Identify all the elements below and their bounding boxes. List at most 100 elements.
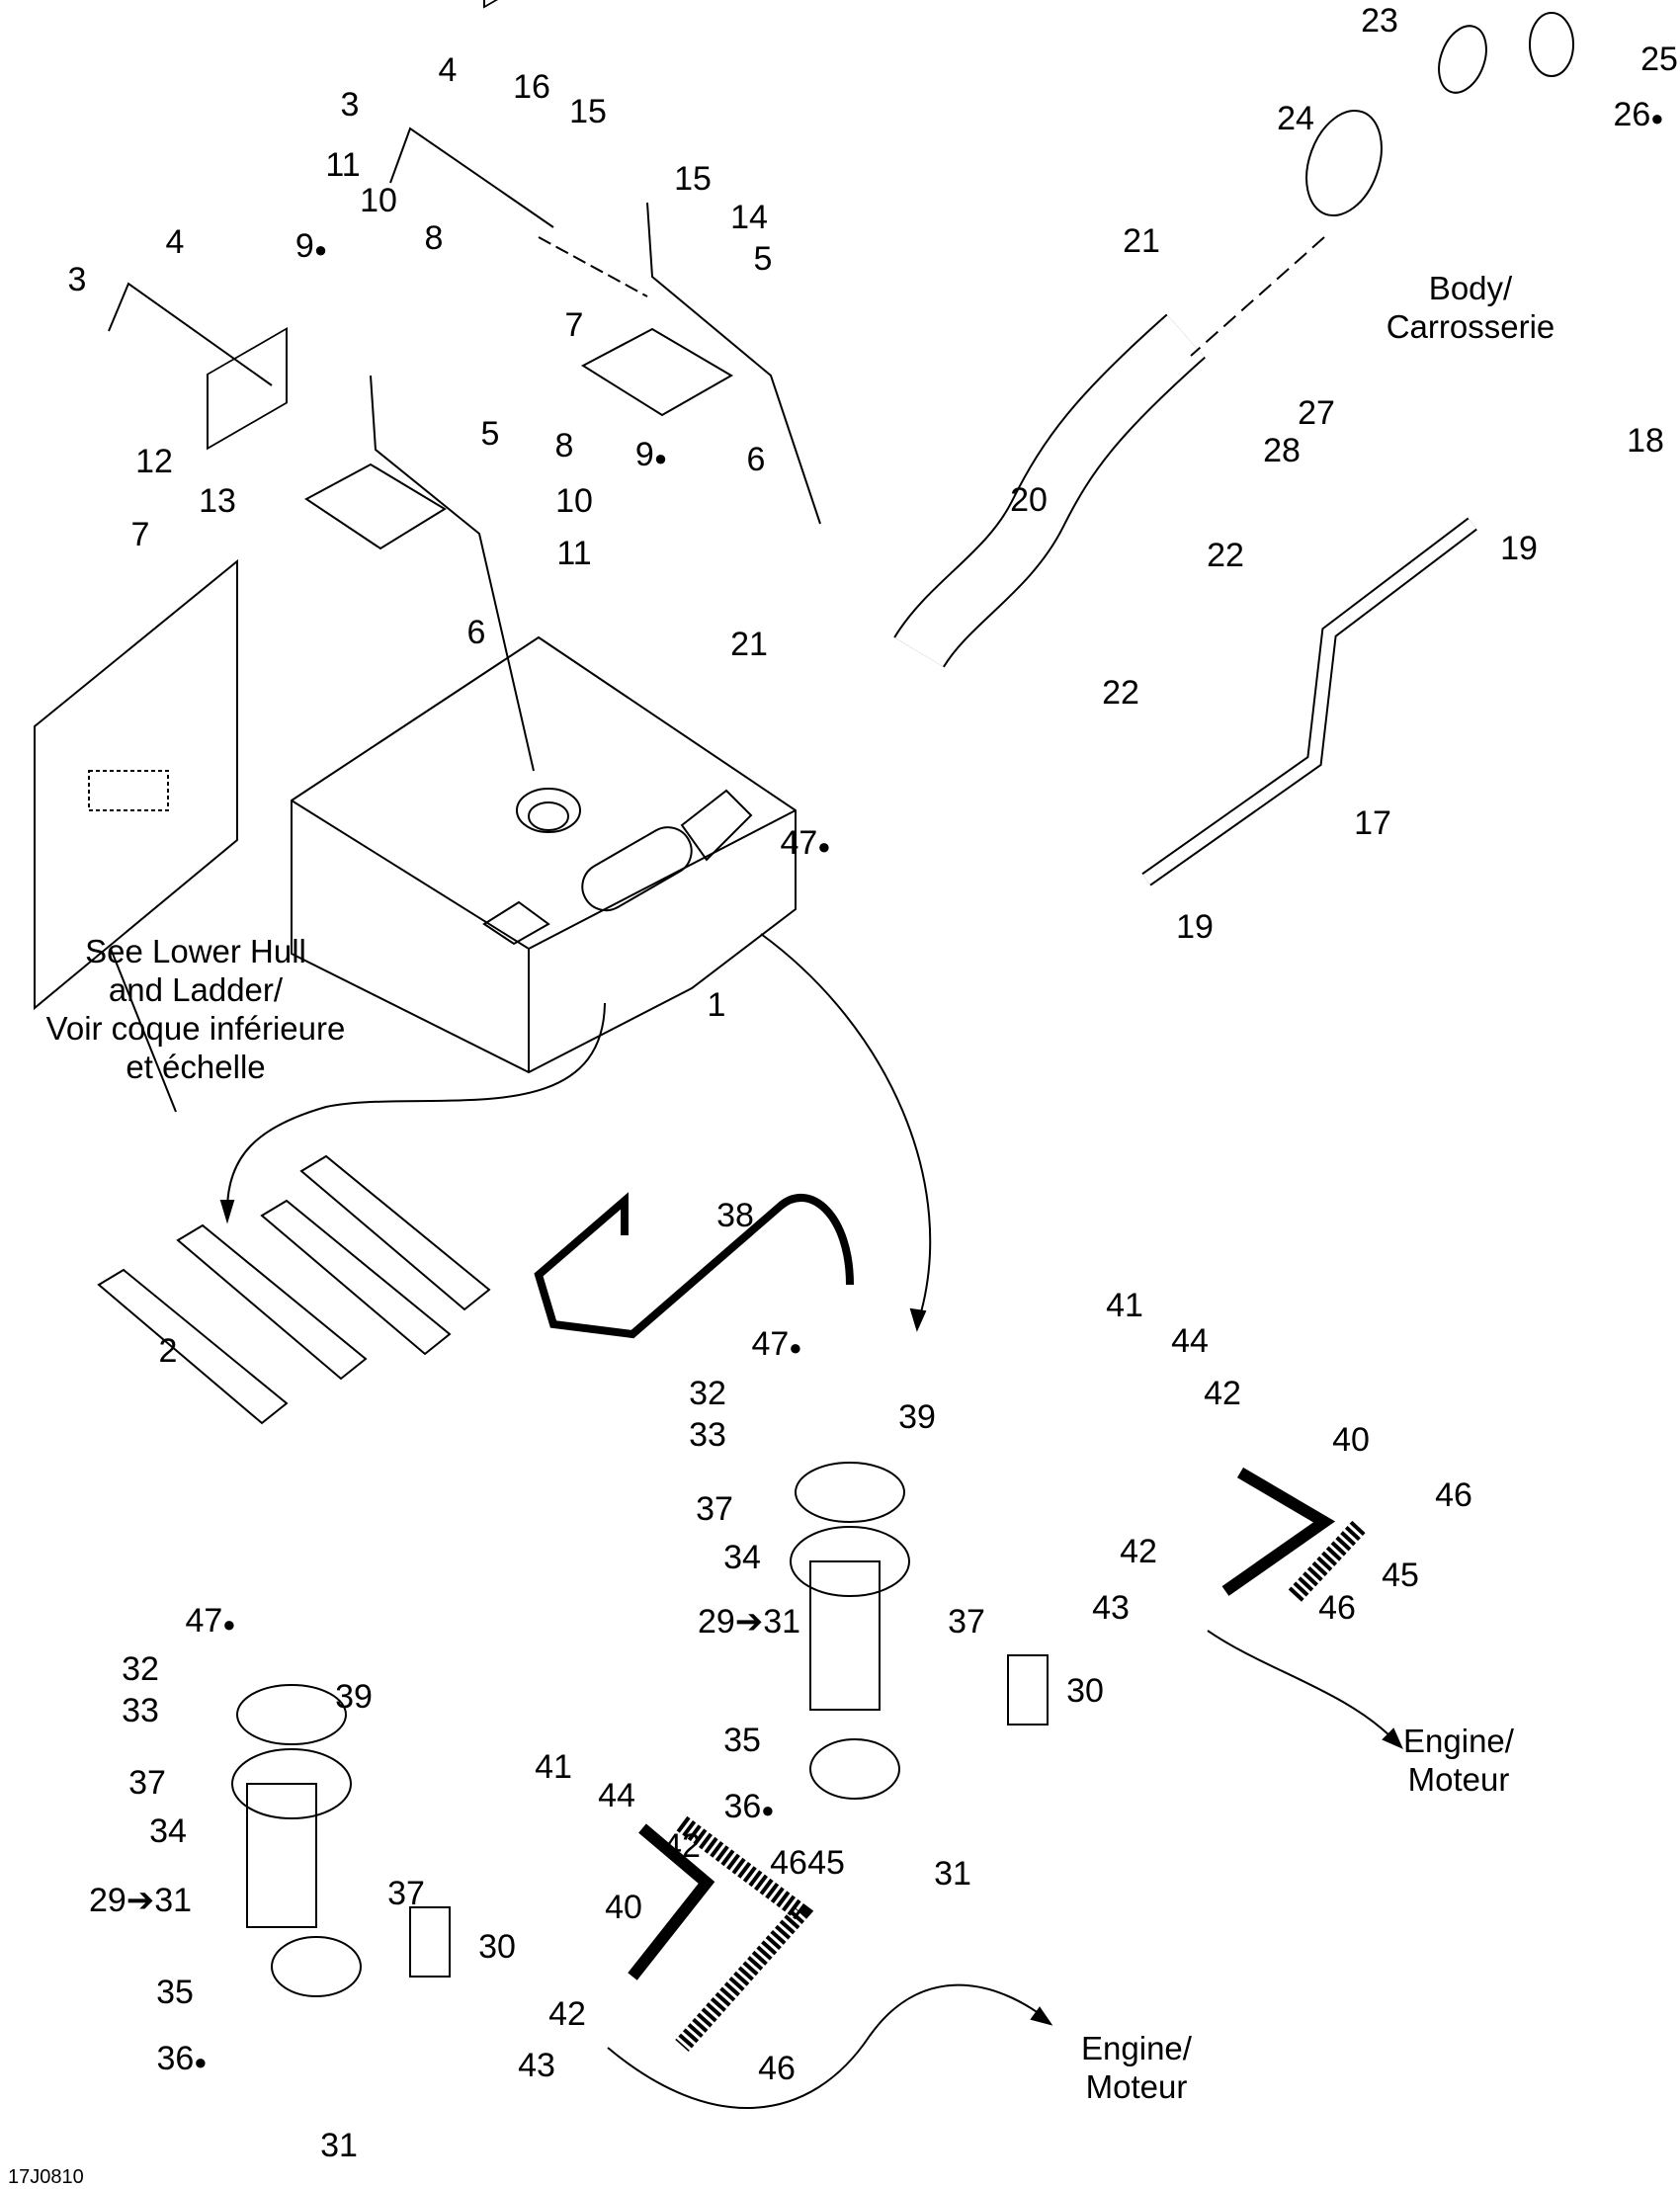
callout-number: 15 — [674, 160, 712, 198]
callout-43: 43 — [1092, 1591, 1130, 1625]
callout-39: 39 — [335, 1680, 373, 1714]
callout-number: 15 — [569, 93, 607, 130]
callout-6: 6 — [747, 443, 766, 476]
callout-number: 40 — [605, 1889, 642, 1926]
callout-number: 46 — [770, 1844, 807, 1882]
callout-40: 40 — [1332, 1423, 1370, 1457]
callout-3: 3 — [341, 88, 360, 122]
callout-number: 24 — [1277, 100, 1314, 137]
callout-10: 10 — [360, 184, 397, 217]
callout-32: 32 — [122, 1652, 159, 1686]
callout-number: 7 — [130, 516, 150, 553]
callout-13: 13 — [199, 484, 236, 518]
bracket-lower — [108, 282, 535, 772]
note-engine-upper: Engine/ Moteur — [1403, 1723, 1514, 1800]
callout-45: 45 — [807, 1846, 845, 1880]
callout-46: 46 — [1435, 1478, 1472, 1512]
callout-number: 28 — [1263, 432, 1301, 469]
fuel-pump-upper — [790, 1462, 1049, 1800]
callout-number: 16 — [513, 68, 550, 106]
callout-23: 23 — [1361, 4, 1398, 38]
callout-47: 47● — [751, 1327, 801, 1361]
callout-number: 18 — [1627, 422, 1664, 460]
callout-number: 42 — [1204, 1375, 1241, 1412]
callout-37: 37 — [696, 1492, 733, 1526]
fuel-line-upper — [1221, 1467, 1336, 1596]
callout-44: 44 — [598, 1779, 635, 1812]
callout-number: 37 — [948, 1603, 985, 1641]
callout-5: 5 — [481, 417, 500, 451]
callout-22: 22 — [1102, 676, 1139, 710]
callout-number: 6 — [746, 441, 766, 478]
callout-number: 30 — [478, 1928, 516, 1966]
callout-35: 35 — [723, 1724, 761, 1757]
callout-21: 21 — [1123, 224, 1160, 258]
callout-number: 3 — [340, 86, 360, 124]
callout-4: 4 — [166, 225, 185, 259]
callout-37: 37 — [948, 1605, 985, 1639]
callout-33: 33 — [689, 1418, 726, 1452]
callout-number: 46 — [1435, 1476, 1472, 1514]
note-see-lower-hull: See Lower Hull and Ladder/ Voir coque in… — [46, 933, 346, 1087]
callout-number: 8 — [424, 219, 444, 257]
callout-15: 15 — [674, 162, 712, 196]
callout-43: 43 — [518, 2049, 555, 2082]
callout-number: 7 — [564, 306, 584, 344]
callout-21: 21 — [730, 628, 768, 661]
callout-15: 15 — [569, 95, 607, 128]
callout-2: 2 — [159, 1334, 178, 1368]
callout-number: 29➔31 — [697, 1603, 801, 1641]
callout-number: 17 — [1354, 804, 1391, 842]
arrow-engine-upper — [1207, 1630, 1394, 1740]
fuel-tank — [291, 635, 797, 1074]
callout-number: 19 — [1176, 908, 1214, 946]
callout-17: 17 — [1354, 806, 1391, 840]
callout-14: 14 — [730, 201, 768, 234]
note-line: Moteur — [1085, 2068, 1188, 2105]
callout-10: 10 — [555, 484, 593, 518]
callout-8: 8 — [425, 221, 444, 255]
note-line: Voir coque inférieure — [45, 1010, 346, 1047]
callout-number: 4 — [438, 51, 458, 89]
sealant-drop-icon: ● — [222, 1612, 236, 1637]
callout-42: 42 — [1120, 1535, 1157, 1568]
callout-9: 9● — [295, 229, 327, 263]
callout-47: 47● — [185, 1604, 235, 1638]
callout-25: 25 — [1640, 42, 1678, 76]
callout-37: 37 — [387, 1877, 425, 1910]
callout-42: 42 — [663, 1829, 701, 1863]
callout-22: 22 — [1207, 539, 1244, 572]
callout-number: 34 — [149, 1812, 187, 1850]
callout-number: 35 — [723, 1722, 761, 1759]
callout-number: 36 — [723, 1788, 762, 1825]
callout-number: 39 — [898, 1398, 936, 1436]
callout-number: 31 — [934, 1855, 971, 1893]
spiral-guard-lower — [675, 1815, 814, 2052]
callout-40: 40 — [605, 1891, 642, 1924]
callout-19: 19 — [1176, 910, 1214, 944]
callout-number: 22 — [1102, 674, 1139, 712]
callout-number: 42 — [663, 1827, 701, 1865]
callout-46: 46 — [758, 2052, 796, 2085]
callout-28: 28 — [1263, 434, 1301, 467]
note-line: Engine/ — [1403, 1723, 1514, 1760]
callout-number: 10 — [555, 482, 593, 520]
callout-number: 43 — [1092, 1589, 1130, 1627]
callout-number: 5 — [480, 415, 500, 453]
callout-7: 7 — [131, 518, 150, 551]
callout-number: 42 — [1120, 1533, 1157, 1570]
callout-9: 9● — [635, 438, 667, 471]
callout-number: 34 — [723, 1539, 761, 1576]
callout-number: 11 — [556, 535, 592, 572]
callout-16: 16 — [513, 70, 550, 104]
callout-number: 9 — [294, 227, 314, 265]
callout-number: 3 — [67, 261, 87, 298]
callout-3: 3 — [68, 263, 87, 296]
callout-number: 22 — [1207, 537, 1244, 574]
note-line: See Lower Hull — [85, 933, 306, 970]
sealant-drop-icon: ● — [1650, 106, 1664, 130]
callout-7: 7 — [565, 308, 584, 342]
callout-41: 41 — [535, 1750, 572, 1784]
callout-45: 45 — [1382, 1558, 1419, 1592]
callout-44: 44 — [1171, 1324, 1209, 1358]
